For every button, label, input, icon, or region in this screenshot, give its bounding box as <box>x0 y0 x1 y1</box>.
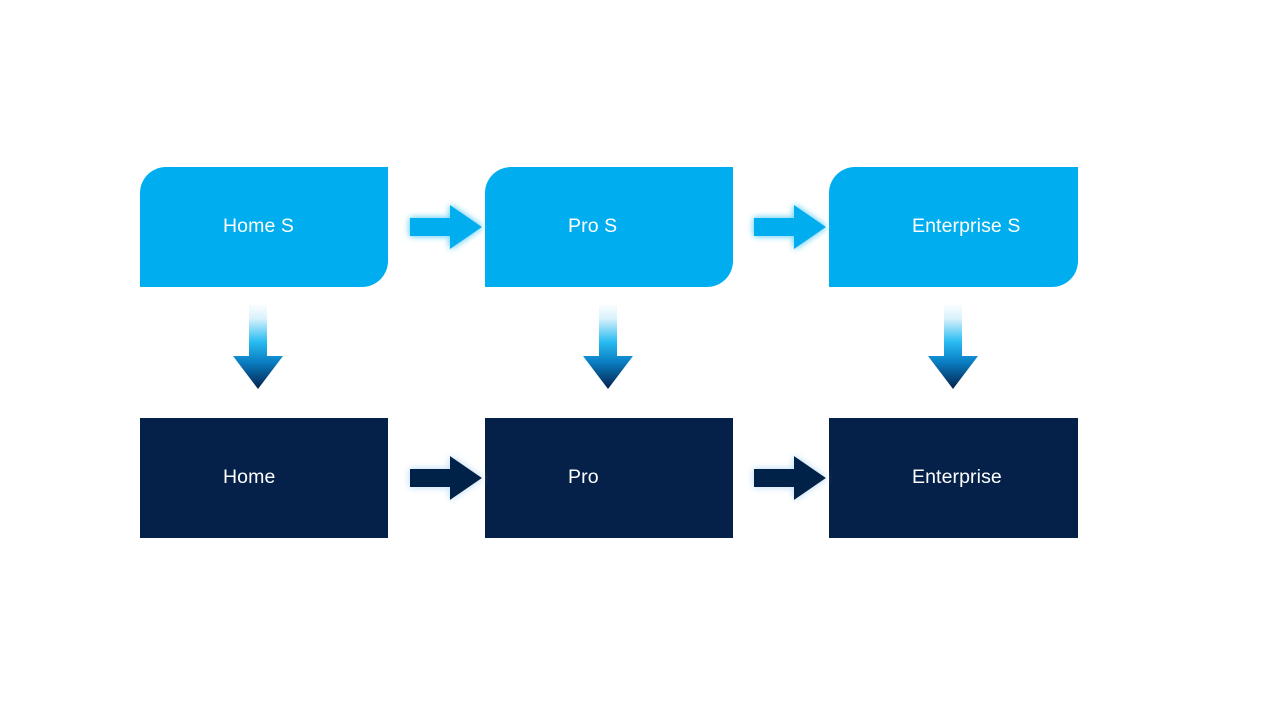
node-enterprise[interactable]: Enterprise <box>829 418 1078 538</box>
node-label-pro: Pro <box>568 466 599 489</box>
node-pro[interactable]: Pro <box>485 418 733 538</box>
connector-home-to-pro <box>408 453 484 503</box>
node-label-enterprise-s: Enterprise S <box>912 215 1021 238</box>
arrow-right-icon <box>754 205 826 249</box>
node-enterprise-s[interactable]: Enterprise S <box>829 167 1078 287</box>
arrow-right-icon <box>410 205 482 249</box>
node-label-home: Home <box>223 466 276 489</box>
connector-pro-s-to-pro <box>582 303 634 391</box>
node-label-enterprise: Enterprise <box>912 466 1002 489</box>
arrow-down-icon <box>233 303 283 389</box>
node-label-home-s: Home S <box>223 215 295 238</box>
connector-enterprise-s-to-enterprise <box>927 303 979 391</box>
connector-home-s-to-pro-s <box>408 202 484 252</box>
arrow-right-icon <box>754 456 826 500</box>
arrow-down-icon <box>583 303 633 389</box>
node-home-s[interactable]: Home S <box>140 167 388 287</box>
connector-pro-s-to-enterprise-s <box>752 202 828 252</box>
connector-pro-to-enterprise <box>752 453 828 503</box>
connector-home-s-to-home <box>232 303 284 391</box>
node-home[interactable]: Home <box>140 418 388 538</box>
arrow-down-icon <box>928 303 978 389</box>
node-label-pro-s: Pro S <box>568 215 618 238</box>
arrow-right-icon <box>410 456 482 500</box>
node-pro-s[interactable]: Pro S <box>485 167 733 287</box>
